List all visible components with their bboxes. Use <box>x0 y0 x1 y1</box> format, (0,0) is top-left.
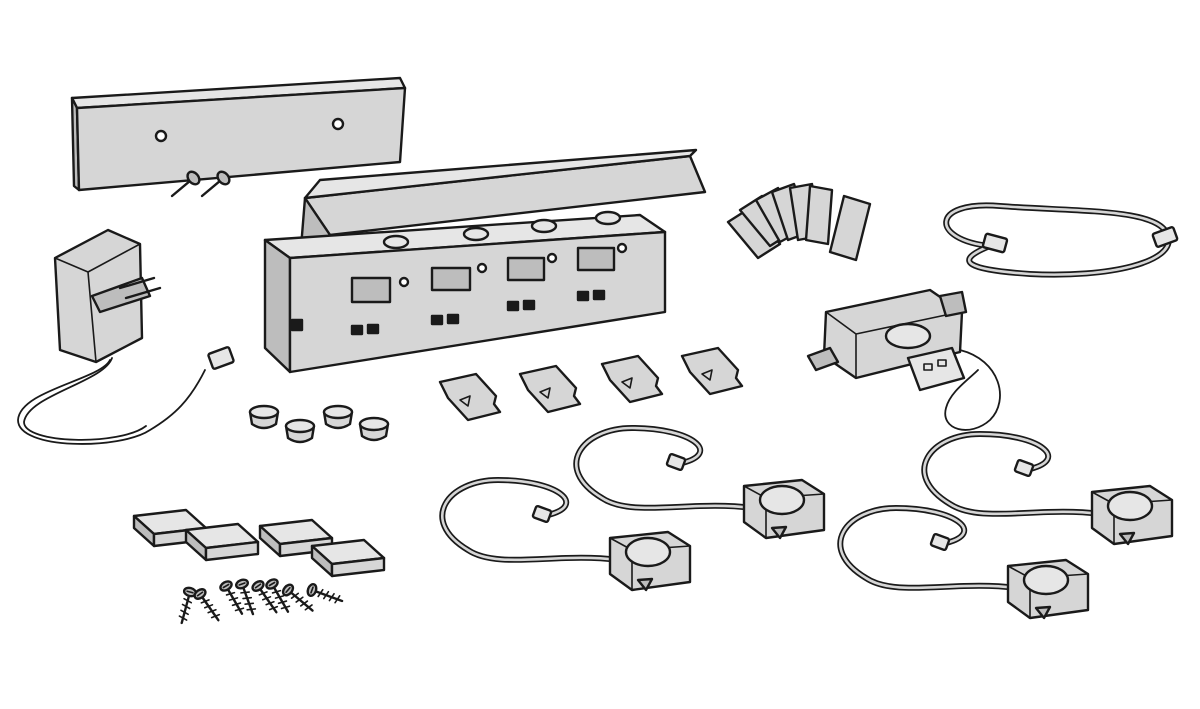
adhesive-pad-icon <box>132 508 386 578</box>
screw-icon <box>174 576 346 626</box>
micro-sd-icon <box>438 346 744 422</box>
card-stack-icon <box>726 182 872 262</box>
usb-card-reader-icon <box>806 288 1001 431</box>
rubber-foot-icon <box>248 404 390 444</box>
sensor-puck-icon <box>442 428 1172 618</box>
power-adapter-icon <box>17 228 235 445</box>
mounting-plate-icon <box>70 76 407 192</box>
screw-icon <box>170 170 231 198</box>
rj-cable-icon <box>943 202 1179 278</box>
hub-box-icon <box>263 148 707 374</box>
